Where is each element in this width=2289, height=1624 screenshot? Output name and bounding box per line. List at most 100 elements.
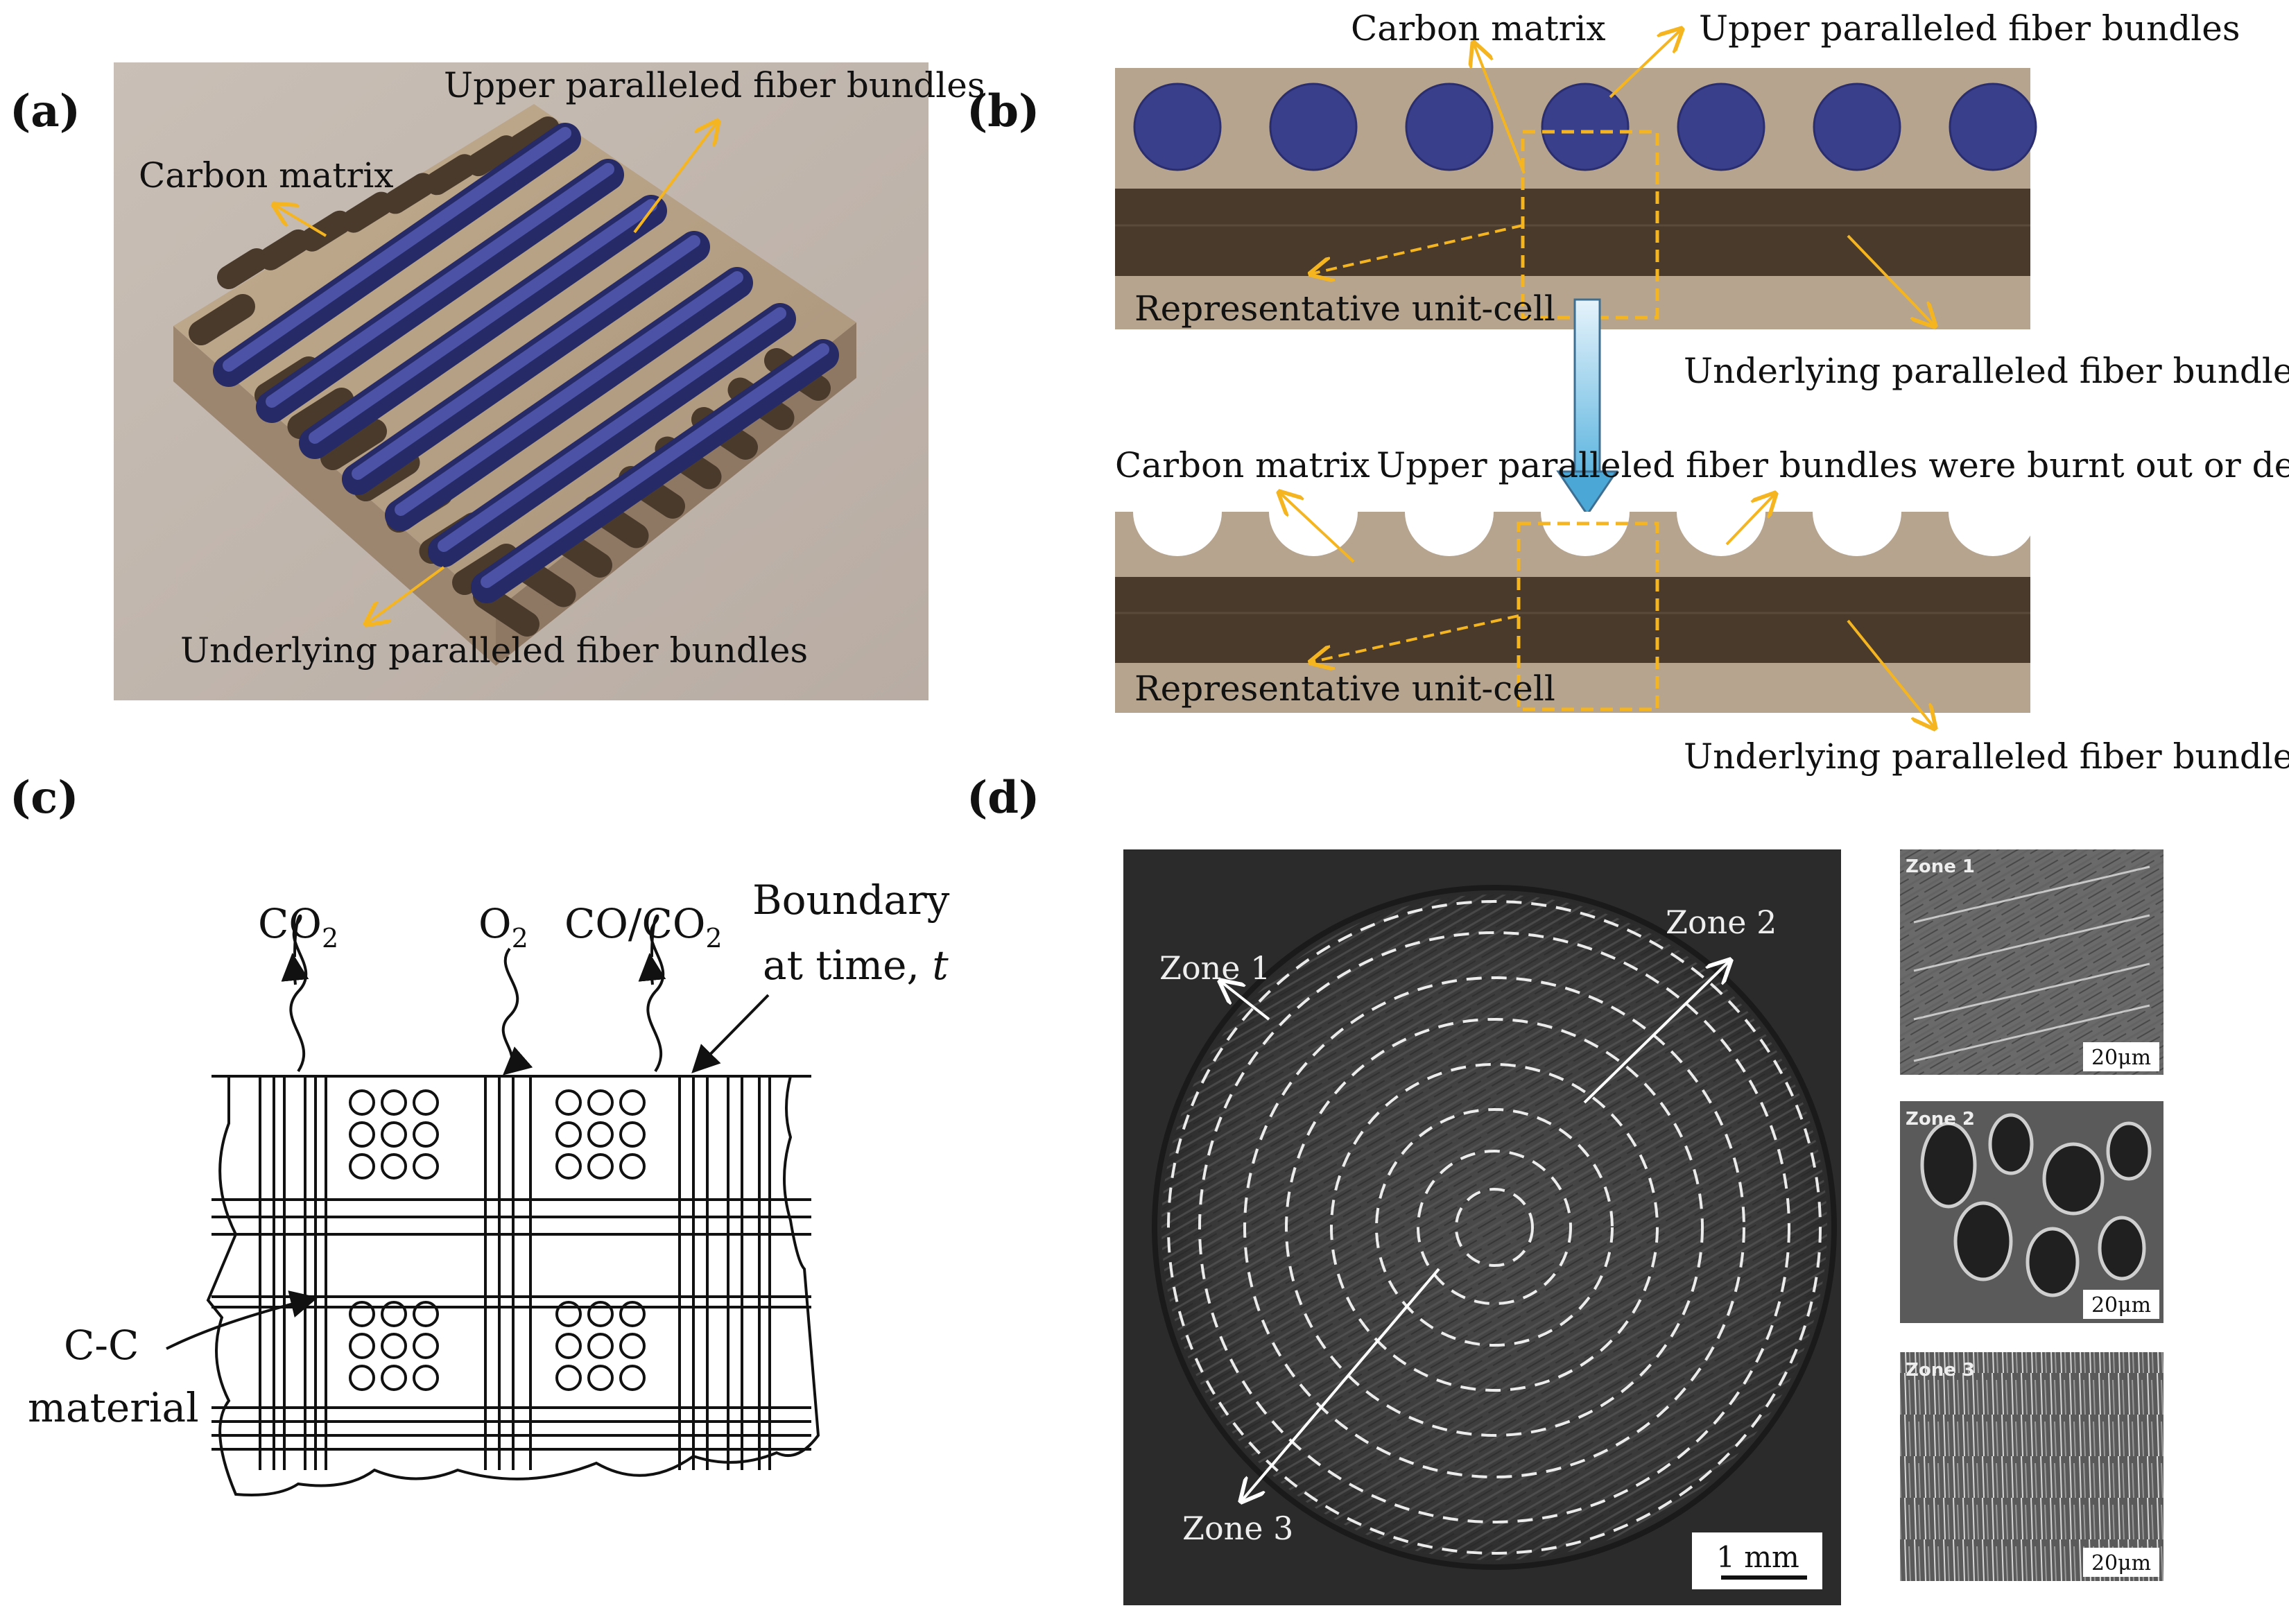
transition-arrow <box>1556 298 1618 517</box>
upper-fiber-highlight <box>481 343 829 588</box>
label-upper-bundles-b-top: Upper paralleled fiber bundles <box>1699 8 2240 49</box>
label-co-co2: CO/CO2 <box>564 900 723 953</box>
cavity <box>1133 512 1222 556</box>
upper-fiber-section <box>1813 83 1901 171</box>
upper-fiber-highlight <box>266 163 614 408</box>
arrow-carbon-matrix-b-bottom <box>1279 492 1355 563</box>
panel-c-label: (c) <box>10 772 79 824</box>
inset-zone-1: Zone 1 20μm <box>1900 849 2163 1075</box>
inset-zone-3: Zone 3 20μm <box>1900 1352 2163 1581</box>
arrow-upper-bundles-a <box>633 121 718 234</box>
fiber-end-circle <box>587 1365 614 1391</box>
zone-ring <box>1243 976 1745 1478</box>
label-carbon-matrix-b-bottom: Carbon matrix <box>1115 445 1370 485</box>
zone-rings <box>1167 900 1822 1555</box>
fiber-end-circle <box>587 1121 614 1148</box>
fiber-end-circle <box>381 1089 407 1116</box>
label-co2: CO2 <box>258 900 338 953</box>
fiber-end-circle <box>349 1153 375 1180</box>
fiber-end-circle <box>381 1301 407 1327</box>
fiber-end-circle <box>587 1153 614 1180</box>
arrow-underlying-bundles-a <box>366 566 445 624</box>
sem-fiber-texture <box>1161 895 1827 1560</box>
label-o2: O2 <box>478 900 528 953</box>
panel-a: (a) Carbon matrix Upper paralleled fiber… <box>10 62 985 700</box>
label-boundary-1: Boundary <box>752 876 950 924</box>
cavity <box>1405 512 1494 556</box>
underlying-fiber-stub <box>467 135 518 177</box>
label-carbon-matrix-a: Carbon matrix <box>139 155 394 196</box>
zone2-arrow <box>1583 960 1730 1104</box>
zone-ring <box>1198 931 1790 1523</box>
fiber-end-circle <box>349 1121 375 1148</box>
upper-fiber-highlight <box>395 271 743 516</box>
panel-a-label: (a) <box>10 85 80 137</box>
label-carbon-matrix-b-top: Carbon matrix <box>1351 8 1606 49</box>
o2-wavy-arrow <box>501 947 533 1076</box>
underlying-fiber-stub <box>287 388 354 439</box>
fiber-end-circle <box>349 1089 375 1116</box>
upper-fiber-highlight <box>309 199 657 444</box>
fiber-end-circle <box>619 1121 646 1148</box>
panel-d-label: (d) <box>967 772 1039 824</box>
underlying-bundle-bottom <box>1115 577 2030 663</box>
zone2-label: Zone 2 <box>1666 904 1777 941</box>
inset-zone-1-scale: 20μm <box>2091 1046 2151 1070</box>
label-cc-1: C-C <box>64 1322 139 1369</box>
upper-fiber-section <box>1133 83 1222 171</box>
fiber-end-circle <box>619 1089 646 1116</box>
boundary-arrow <box>691 994 770 1073</box>
underlying-fiber-stub <box>383 173 435 214</box>
zone-ring <box>1167 900 1822 1555</box>
unit-cell-box-top <box>1521 130 1659 320</box>
underlying-fiber-stub <box>259 229 310 270</box>
inset-zone-3-label: Zone 3 <box>1906 1360 1975 1381</box>
fiber-end-circle <box>413 1365 439 1391</box>
cavity <box>1813 512 1901 556</box>
panel-d: (d) Zone 1 Zone 2 Zone 3 1 mm Zone 1 <box>967 772 2163 1605</box>
upper-fibers <box>213 123 839 603</box>
arrow-unit-cell-b-bottom <box>1311 614 1519 662</box>
fiber-end-circle <box>349 1333 375 1359</box>
fiber-grid <box>211 1075 811 1470</box>
zone3-arrow <box>1241 1268 1440 1501</box>
underlying-fiber-stub <box>342 191 393 233</box>
inset-zone-1-label: Zone 1 <box>1906 856 1975 877</box>
zone-ring <box>1330 1063 1659 1392</box>
upper-fiber-section <box>1949 83 2037 171</box>
arrow-upper-bundles-b-top <box>1609 29 1682 98</box>
zone3-label: Zone 3 <box>1182 1510 1293 1547</box>
underlying-fiber-stub <box>508 116 560 157</box>
arrow-underlying-bundles-b-top <box>1847 234 1935 326</box>
zone1-arrow <box>1220 981 1270 1021</box>
fiber-end-circle <box>381 1333 407 1359</box>
zone-ring <box>1285 1018 1704 1437</box>
fiber-end-circle <box>555 1365 582 1391</box>
inset-zone-2-label: Zone 2 <box>1906 1109 1975 1130</box>
panel-c: (c) CO2 O2 CO/CO2 Boundary at time, t C-… <box>10 772 950 1496</box>
panel-b-label: (b) <box>967 85 1039 137</box>
fiber-end-circle <box>555 1121 582 1148</box>
label-unit-cell-b-top: Representative unit-cell <box>1134 288 1555 329</box>
underlying-fiber-stub <box>189 294 255 345</box>
zone-ring <box>1417 1150 1572 1305</box>
upper-fiber-sections <box>1133 83 2037 171</box>
fiber-end-circle <box>349 1365 375 1391</box>
upper-fiber-highlight <box>352 235 700 480</box>
fiber-end-circle <box>587 1089 614 1116</box>
fiber-end-circle <box>413 1153 439 1180</box>
cc-arrow <box>166 1290 318 1350</box>
label-cc-2: material <box>28 1384 199 1431</box>
inset-zone-2: Zone 2 20μm <box>1900 1101 2163 1323</box>
fiber-end-circle <box>555 1153 582 1180</box>
label-underlying-bundles-a: Underlying paralleled fiber bundles <box>180 630 808 671</box>
underlying-fiber-stub <box>320 419 387 470</box>
scale-bar-box <box>1692 1532 1822 1589</box>
fiber-end-circle <box>619 1333 646 1359</box>
arrow-unit-cell-b-top <box>1311 224 1523 274</box>
fiber-end-circle <box>413 1333 439 1359</box>
fiber-end-circle <box>555 1333 582 1359</box>
underlying-fiber-stub <box>217 248 268 289</box>
zone-ring <box>1375 1108 1614 1347</box>
